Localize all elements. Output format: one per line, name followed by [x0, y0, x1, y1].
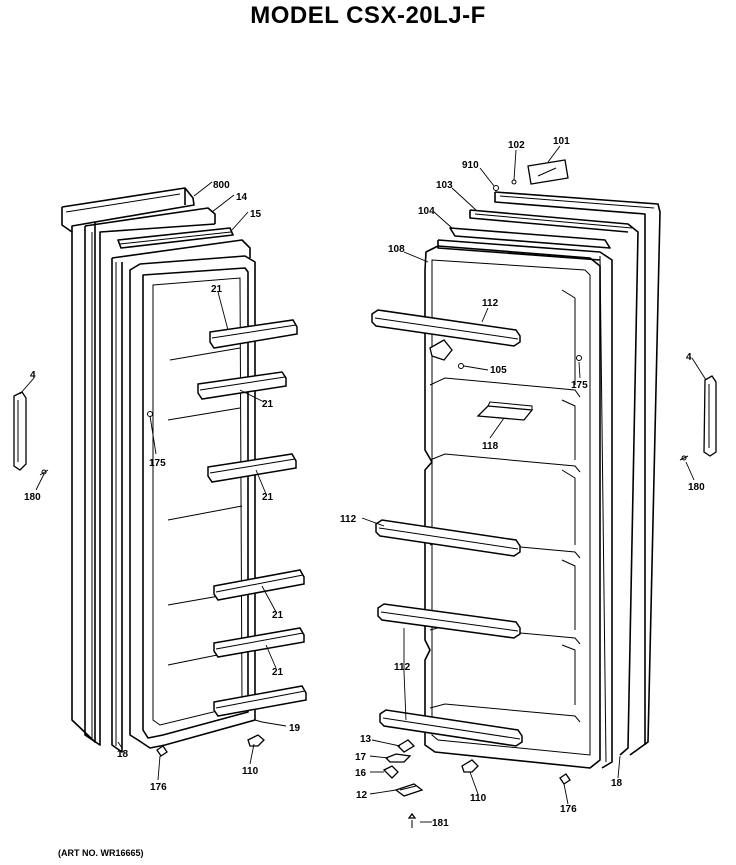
callout-181: 181: [432, 818, 449, 829]
callout-103: 103: [436, 180, 453, 191]
callout-13: 13: [360, 734, 372, 745]
callout-110-left: 110: [242, 766, 259, 777]
left-small-parts: [147, 411, 265, 757]
callout-12: 12: [356, 790, 368, 801]
left-door-outer-panel: [61, 187, 195, 743]
callout-17: 17: [355, 752, 367, 763]
leader-lines: [19, 145, 707, 823]
right-shelf-bar-2: [375, 519, 521, 557]
callout-910: 910: [462, 160, 479, 171]
callout-16: 16: [355, 768, 367, 779]
callout-21-shelf-4: 21: [272, 610, 284, 621]
callout-180-right: 180: [688, 482, 705, 493]
right-door-outer-panel: [494, 191, 661, 756]
left-shelf-bar-2: [197, 371, 287, 400]
left-door-gasket: [111, 239, 251, 753]
callout-180-left: 180: [24, 492, 41, 503]
art-number: (ART NO. WR16665): [58, 848, 144, 858]
right-door-gasket: [437, 239, 613, 769]
right-shelf-bar-4: [379, 709, 523, 747]
right-door-cam-plate: [429, 339, 464, 369]
callout-18-right: 18: [611, 778, 623, 789]
right-shelf-bar-3: [377, 603, 521, 639]
left-shelf-bar-6: [213, 685, 307, 717]
callout-104: 104: [418, 206, 435, 217]
callout-18-left: 18: [117, 749, 129, 760]
right-door-gasket-frame: [469, 209, 639, 756]
left-shelf-bar-5: [213, 627, 305, 658]
right-handle-screw: [679, 455, 689, 461]
right-shelf-bar-1: [371, 309, 521, 347]
left-shelf-bar-3: [207, 453, 297, 483]
left-door-gasket-frame: [84, 207, 216, 746]
right-small-parts: [461, 355, 582, 785]
cam-and-hinge-parts: [382, 739, 424, 828]
left-door-breaker-strip: [117, 227, 234, 249]
callout-19: 19: [289, 723, 301, 734]
callout-101: 101: [553, 136, 570, 147]
right-door-handle: [703, 375, 717, 457]
callout-105: 105: [490, 365, 507, 376]
right-door-butter-bin: [476, 401, 534, 421]
callout-118: 118: [482, 441, 499, 452]
callout-108: 108: [388, 244, 405, 255]
callout-110-right: 110: [470, 793, 487, 804]
callout-112-shelf-3: 112: [394, 662, 411, 673]
callout-15: 15: [250, 209, 262, 220]
callout-21-shelf-3: 21: [262, 492, 274, 503]
callout-175-left: 175: [149, 458, 166, 469]
left-shelf-bar-4: [213, 569, 305, 601]
right-door-breaker-strip: [449, 227, 611, 249]
left-shelf-bar-1: [209, 319, 298, 349]
callout-4-right: 4: [686, 352, 692, 363]
callout-4-left: 4: [30, 370, 36, 381]
callout-800: 800: [213, 180, 230, 191]
callout-labels: 800 14 15 21 21 21 21 21 175 4 180 18 19…: [24, 136, 705, 829]
callout-112-shelf-1: 112: [482, 298, 499, 309]
callout-21-shelf-1: 21: [211, 284, 223, 295]
callout-112-shelf-2: 112: [340, 514, 357, 525]
right-hinge-plate: [493, 159, 569, 191]
callout-176-right: 176: [560, 804, 577, 815]
callout-176-left: 176: [150, 782, 167, 793]
left-door-handle: [13, 391, 27, 471]
callout-175-right: 175: [571, 380, 588, 391]
callout-21-shelf-5: 21: [272, 667, 284, 678]
callout-21-shelf-2: 21: [262, 399, 274, 410]
model-title: MODEL CSX-20LJ-F: [250, 2, 486, 29]
callout-102: 102: [508, 140, 525, 151]
callout-14: 14: [236, 192, 248, 203]
